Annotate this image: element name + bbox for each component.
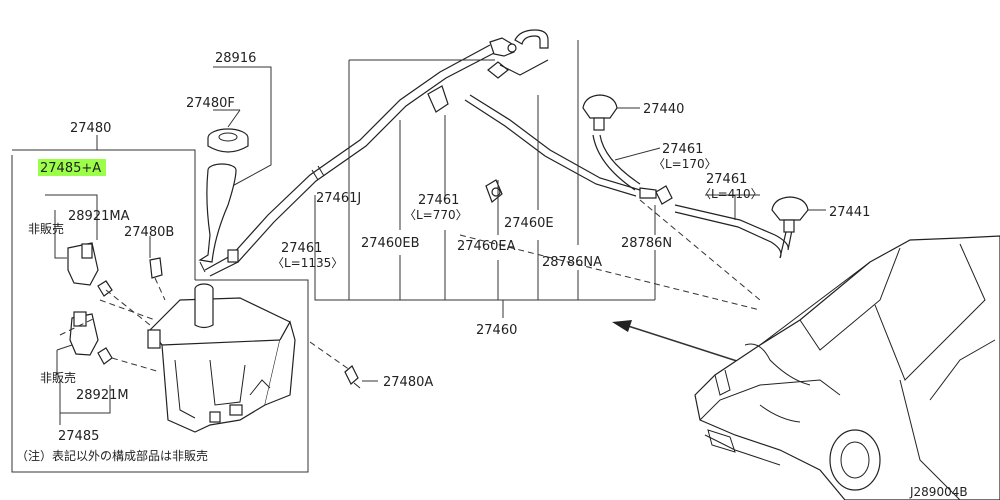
label-27460EA: 27460EA: [457, 239, 516, 254]
label-27480: 27480: [70, 121, 111, 136]
label-28786NA: 28786NA: [542, 255, 602, 270]
label-27461-770-length: 〈L=770〉: [404, 208, 468, 222]
filler-cap-assembly: [198, 66, 272, 273]
label-27485: 27485: [58, 429, 99, 444]
bracket-27480B: [149, 236, 166, 301]
car-illustration: [694, 235, 1000, 500]
label-not-for-sale-2: 非販売: [40, 370, 76, 385]
hose-27461-410: [674, 194, 793, 259]
label-27461-170: 27461: [662, 142, 703, 157]
label-27460EB: 27460EB: [361, 236, 420, 251]
part-labels: 28916 27480F 27480 27485+A 28921MA 非販売 2…: [16, 51, 968, 499]
label-28921MA: 28921MA: [68, 209, 130, 224]
label-27461-410-length: 〈L=410〉: [699, 187, 763, 201]
tank-group-frame: [11, 135, 309, 473]
nozzle-27441: [771, 196, 826, 233]
washer-tank: [147, 283, 296, 433]
label-27461-170-length: 〈L=170〉: [653, 157, 717, 171]
label-27461-410: 27461: [706, 172, 747, 187]
label-27460E: 27460E: [504, 216, 554, 231]
label-27440: 27440: [643, 102, 684, 117]
label-27485a[interactable]: 27485+A: [40, 161, 101, 176]
main-hose-assembly: [204, 29, 673, 277]
label-27461-1135-length: 〈L=1135〉: [272, 256, 343, 270]
label-28916: 28916: [215, 51, 256, 66]
direction-arrow: [612, 320, 741, 363]
diagram-id: J289004B: [909, 485, 968, 499]
pump-motor-upper: [45, 194, 151, 326]
label-28786N: 28786N: [621, 236, 672, 251]
label-27461J: 27461J: [316, 191, 361, 206]
label-27480B: 27480B: [124, 225, 174, 240]
label-note: （注）表記以外の構成部品は非販売: [16, 448, 208, 463]
label-27460: 27460: [476, 323, 517, 338]
label-27441: 27441: [829, 205, 870, 220]
label-27461-1135: 27461: [281, 241, 322, 256]
part-27485a-highlight: [38, 159, 106, 176]
label-27480A: 27480A: [383, 375, 433, 390]
label-not-for-sale-1: 非販売: [28, 221, 64, 236]
nozzle-27440: [582, 94, 640, 131]
label-27480F: 27480F: [186, 96, 235, 111]
screw-27480A: [344, 365, 378, 389]
label-27461-770: 27461: [418, 193, 459, 208]
label-28921M: 28921M: [76, 388, 129, 403]
hose-27461-170: [592, 134, 661, 191]
label-27460-bracket: [314, 40, 656, 318]
pump-motor-lower: [56, 311, 113, 425]
